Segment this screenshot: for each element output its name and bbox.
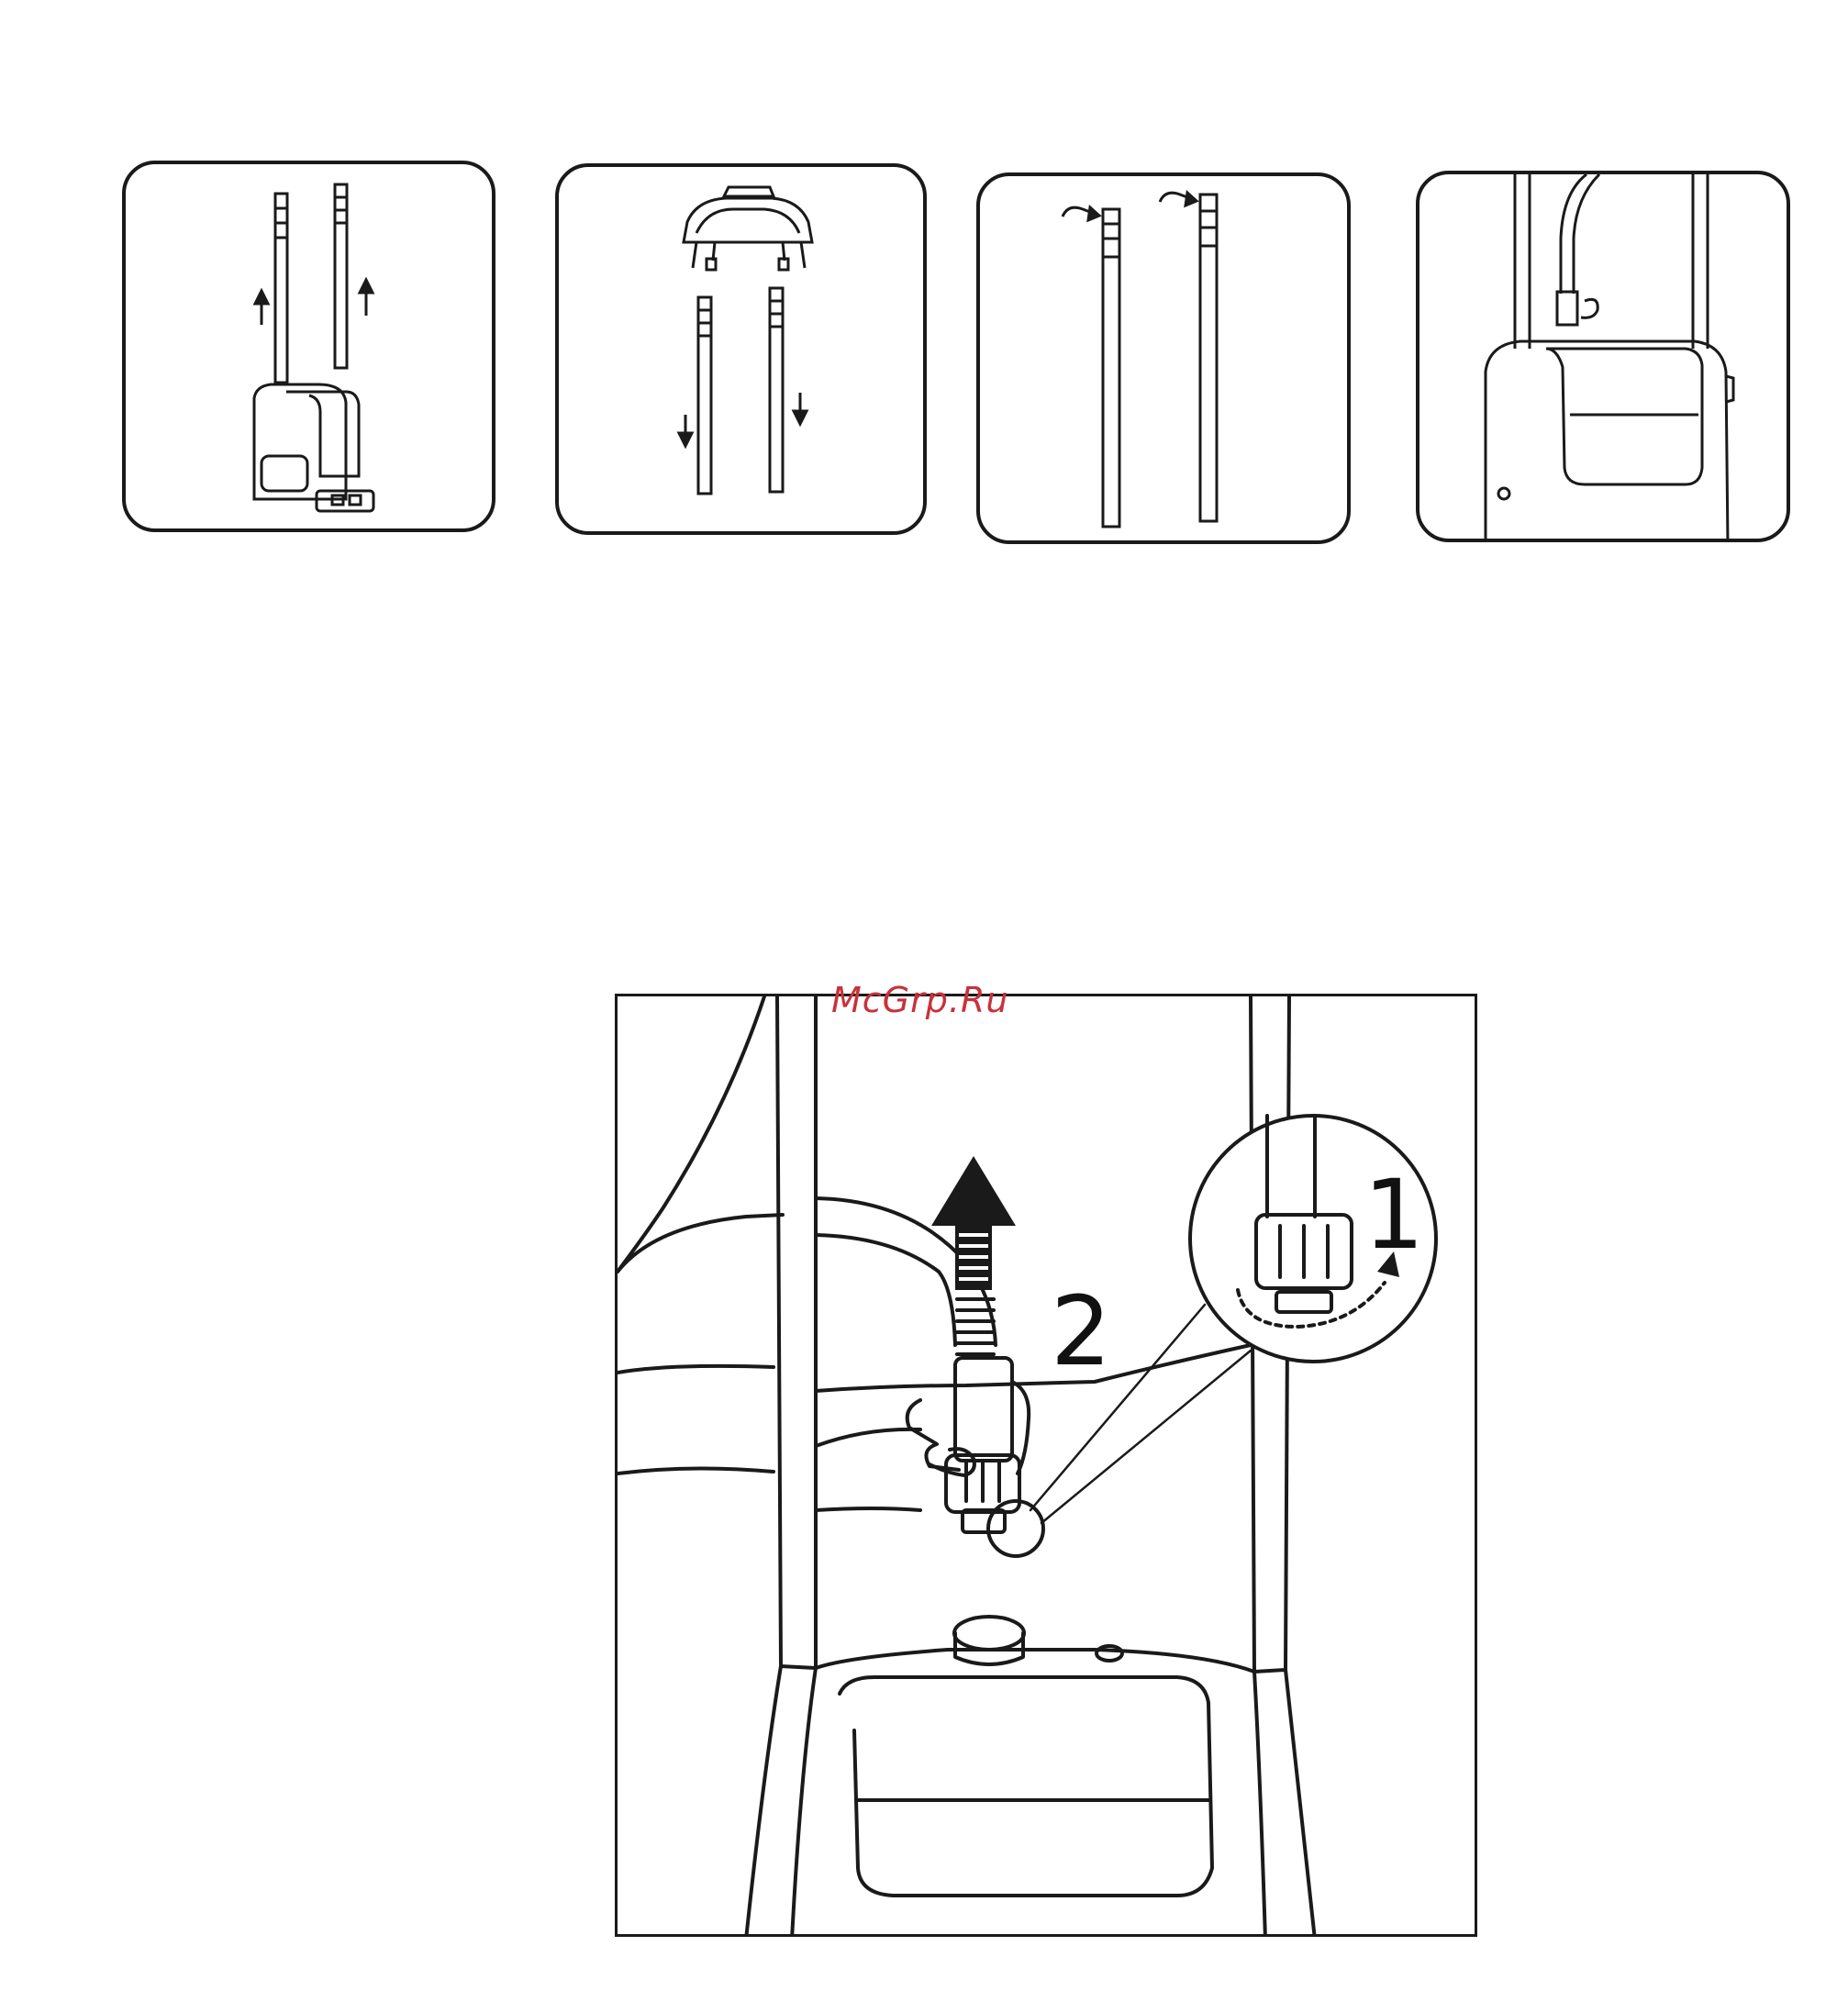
pole-connector [335, 184, 347, 223]
step-panel-2-attach-hanger [555, 163, 927, 535]
steamer-base [746, 1666, 781, 1937]
down-arrow-icon [679, 415, 692, 446]
hand [907, 1400, 959, 1470]
garment-edge [618, 996, 764, 1272]
hose-removal-illustration [615, 994, 1477, 1937]
connect-hose-illustration [1419, 174, 1790, 542]
up-arrow-icon [360, 280, 373, 316]
pole [1200, 246, 1217, 521]
steamer-base [254, 384, 346, 499]
step-1-label: 1 [1364, 1159, 1424, 1271]
steamer-base [1486, 341, 1728, 542]
rotate-arrow-icon [1581, 299, 1598, 317]
pole [335, 223, 347, 368]
step-panel-3-lock-poles [976, 172, 1351, 544]
up-arrow-icon [931, 1156, 1016, 1290]
up-arrow-icon [255, 291, 268, 325]
hose-removal-drawing [618, 996, 1477, 1937]
lock-poles-illustration [980, 176, 1351, 544]
pole [275, 238, 287, 383]
rotate-arrow-icon [1160, 193, 1197, 206]
pole [1103, 257, 1119, 527]
hose-connector [955, 1358, 1012, 1461]
pole-connector [275, 194, 287, 238]
down-arrow-icon [794, 393, 807, 424]
hanger-frame [684, 198, 812, 242]
water-tank-cap [954, 1617, 1024, 1650]
hanger-hook [724, 187, 774, 196]
left-pole [777, 996, 816, 1668]
watermark: McGrp.Ru [831, 980, 1008, 1020]
hanger-illustration [559, 167, 927, 535]
poles-up-illustration [126, 164, 495, 532]
step-panel-4-connect-hose [1416, 171, 1790, 542]
step-panel-1-insert-poles [122, 161, 495, 532]
step-2-label: 2 [1051, 1275, 1111, 1387]
rotate-arrow-icon [1063, 207, 1099, 220]
